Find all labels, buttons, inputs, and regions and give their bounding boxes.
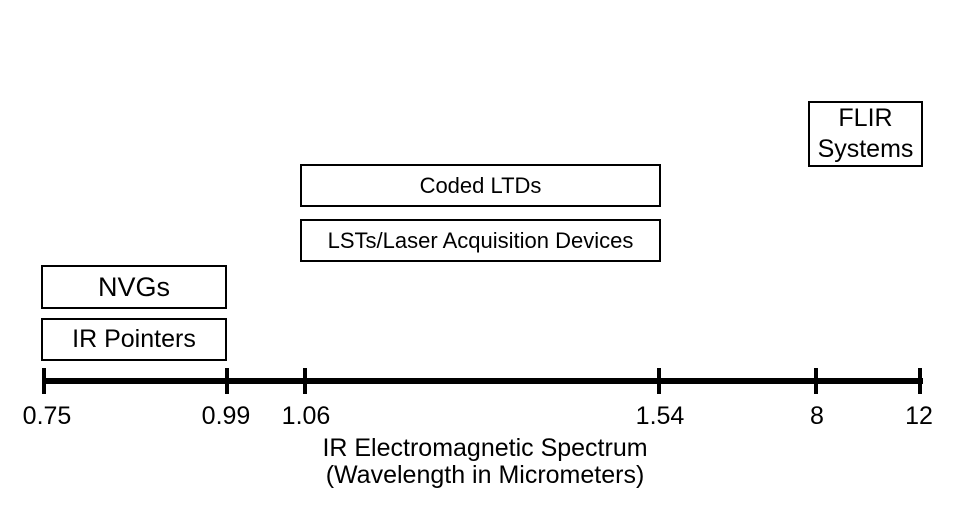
tick-1-06: [303, 368, 307, 394]
ir-pointers-box: IR Pointers: [41, 318, 227, 361]
flir-label-line1: FLIR: [838, 104, 893, 132]
tick-0-75: [42, 368, 46, 394]
tick-label-12: 12: [905, 402, 933, 430]
coded-ltds-box: Coded LTDs: [300, 164, 661, 207]
flir-label-line2: Systems: [817, 135, 914, 163]
ir-pointers-label: IR Pointers: [72, 325, 196, 353]
nvgs-box: NVGs: [41, 265, 227, 309]
tick-label-1-06: 1.06: [281, 402, 331, 430]
lsts-label: LSTs/Laser Acquisition Devices: [327, 227, 634, 253]
axis-title-line1: IR Electromagnetic Spectrum: [322, 434, 648, 462]
lsts-box: LSTs/Laser Acquisition Devices: [300, 219, 661, 262]
tick-1-54: [657, 368, 661, 394]
flir-systems-box: FLIR Systems: [808, 101, 923, 167]
tick-12: [918, 368, 922, 394]
axis-title-line2: (Wavelength in Micrometers): [325, 461, 645, 489]
tick-label-1-54: 1.54: [635, 402, 685, 430]
coded-ltds-label: Coded LTDs: [419, 172, 542, 198]
tick-0-99: [225, 368, 229, 394]
tick-label-0-99: 0.99: [201, 402, 251, 430]
tick-label-0-75: 0.75: [22, 402, 72, 430]
nvgs-label: NVGs: [97, 271, 170, 302]
tick-label-8: 8: [810, 402, 824, 430]
tick-8: [814, 368, 818, 394]
spectrum-axis-line: [43, 378, 923, 384]
